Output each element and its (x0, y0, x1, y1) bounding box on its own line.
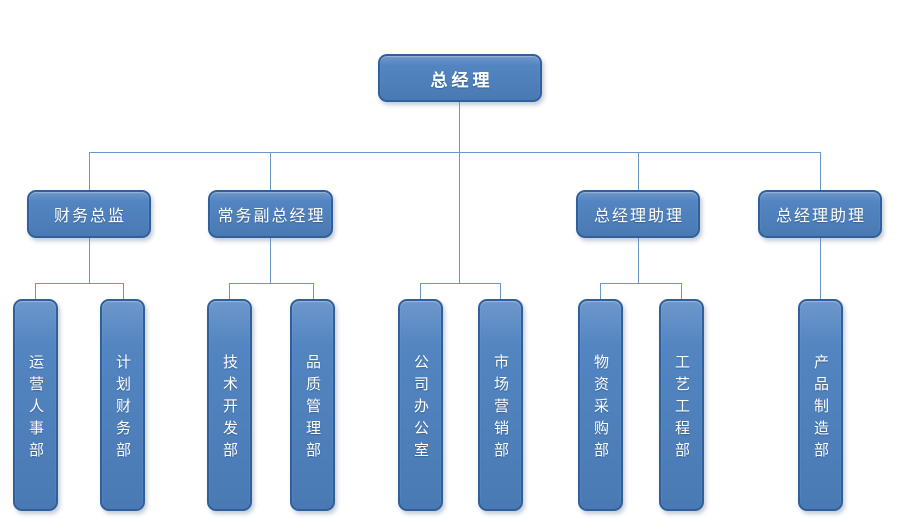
connector-line (89, 238, 90, 283)
connector-line (681, 283, 682, 299)
connector-line (638, 238, 639, 283)
node-label: 总经理助理 (775, 208, 866, 225)
node-dept-process-engineering[interactable]: 工艺工程部 (659, 299, 704, 511)
node-dept-marketing[interactable]: 市场营销部 (478, 299, 523, 511)
connector-line (500, 283, 501, 299)
connector-line (35, 283, 36, 299)
connector-line (89, 152, 90, 190)
node-general-manager[interactable]: 总经理 (378, 54, 542, 102)
node-finance-director[interactable]: 财务总监 (27, 190, 151, 238)
node-dept-technology-development[interactable]: 技术开发部 (207, 299, 252, 511)
node-label: 计划财务部 (114, 353, 130, 464)
node-label: 总经理助理 (593, 208, 684, 225)
connector-line (270, 152, 271, 190)
connector-line (123, 283, 124, 299)
node-label: 品质管理部 (304, 353, 320, 464)
connector-line (35, 283, 123, 284)
connector-line (420, 283, 421, 299)
connector-line (459, 102, 460, 283)
connector-line (638, 152, 639, 190)
connector-line (600, 283, 682, 284)
node-dept-company-office[interactable]: 公司办公室 (398, 299, 443, 511)
node-gm-assistant-2[interactable]: 总经理助理 (758, 190, 882, 238)
node-dept-operations-hr[interactable]: 运营人事部 (13, 299, 58, 511)
node-label: 财务总监 (53, 208, 126, 225)
connector-line (229, 283, 313, 284)
connector-line (420, 283, 500, 284)
node-dept-quality-management[interactable]: 品质管理部 (290, 299, 335, 511)
connector-line (89, 152, 820, 153)
node-label: 市场营销部 (492, 353, 508, 464)
node-label: 常务副总经理 (217, 208, 326, 225)
node-label: 技术开发部 (221, 353, 237, 464)
connector-line (820, 238, 821, 299)
node-dept-product-manufacturing[interactable]: 产品制造部 (798, 299, 843, 511)
connector-line (229, 283, 230, 299)
node-label: 工艺工程部 (673, 353, 689, 464)
node-label: 产品制造部 (812, 353, 828, 464)
node-dept-planning-finance[interactable]: 计划财务部 (100, 299, 145, 511)
node-label: 运营人事部 (27, 353, 43, 464)
connector-line (600, 283, 601, 299)
connector-line (270, 238, 271, 283)
connector-line (313, 283, 314, 299)
node-label: 公司办公室 (412, 353, 428, 464)
node-executive-deputy-gm[interactable]: 常务副总经理 (208, 190, 333, 238)
node-label: 物资采购部 (592, 353, 608, 464)
node-dept-materials-procurement[interactable]: 物资采购部 (578, 299, 623, 511)
node-gm-assistant-1[interactable]: 总经理助理 (576, 190, 700, 238)
connector-line (820, 152, 821, 190)
node-label: 总经理 (430, 70, 494, 90)
